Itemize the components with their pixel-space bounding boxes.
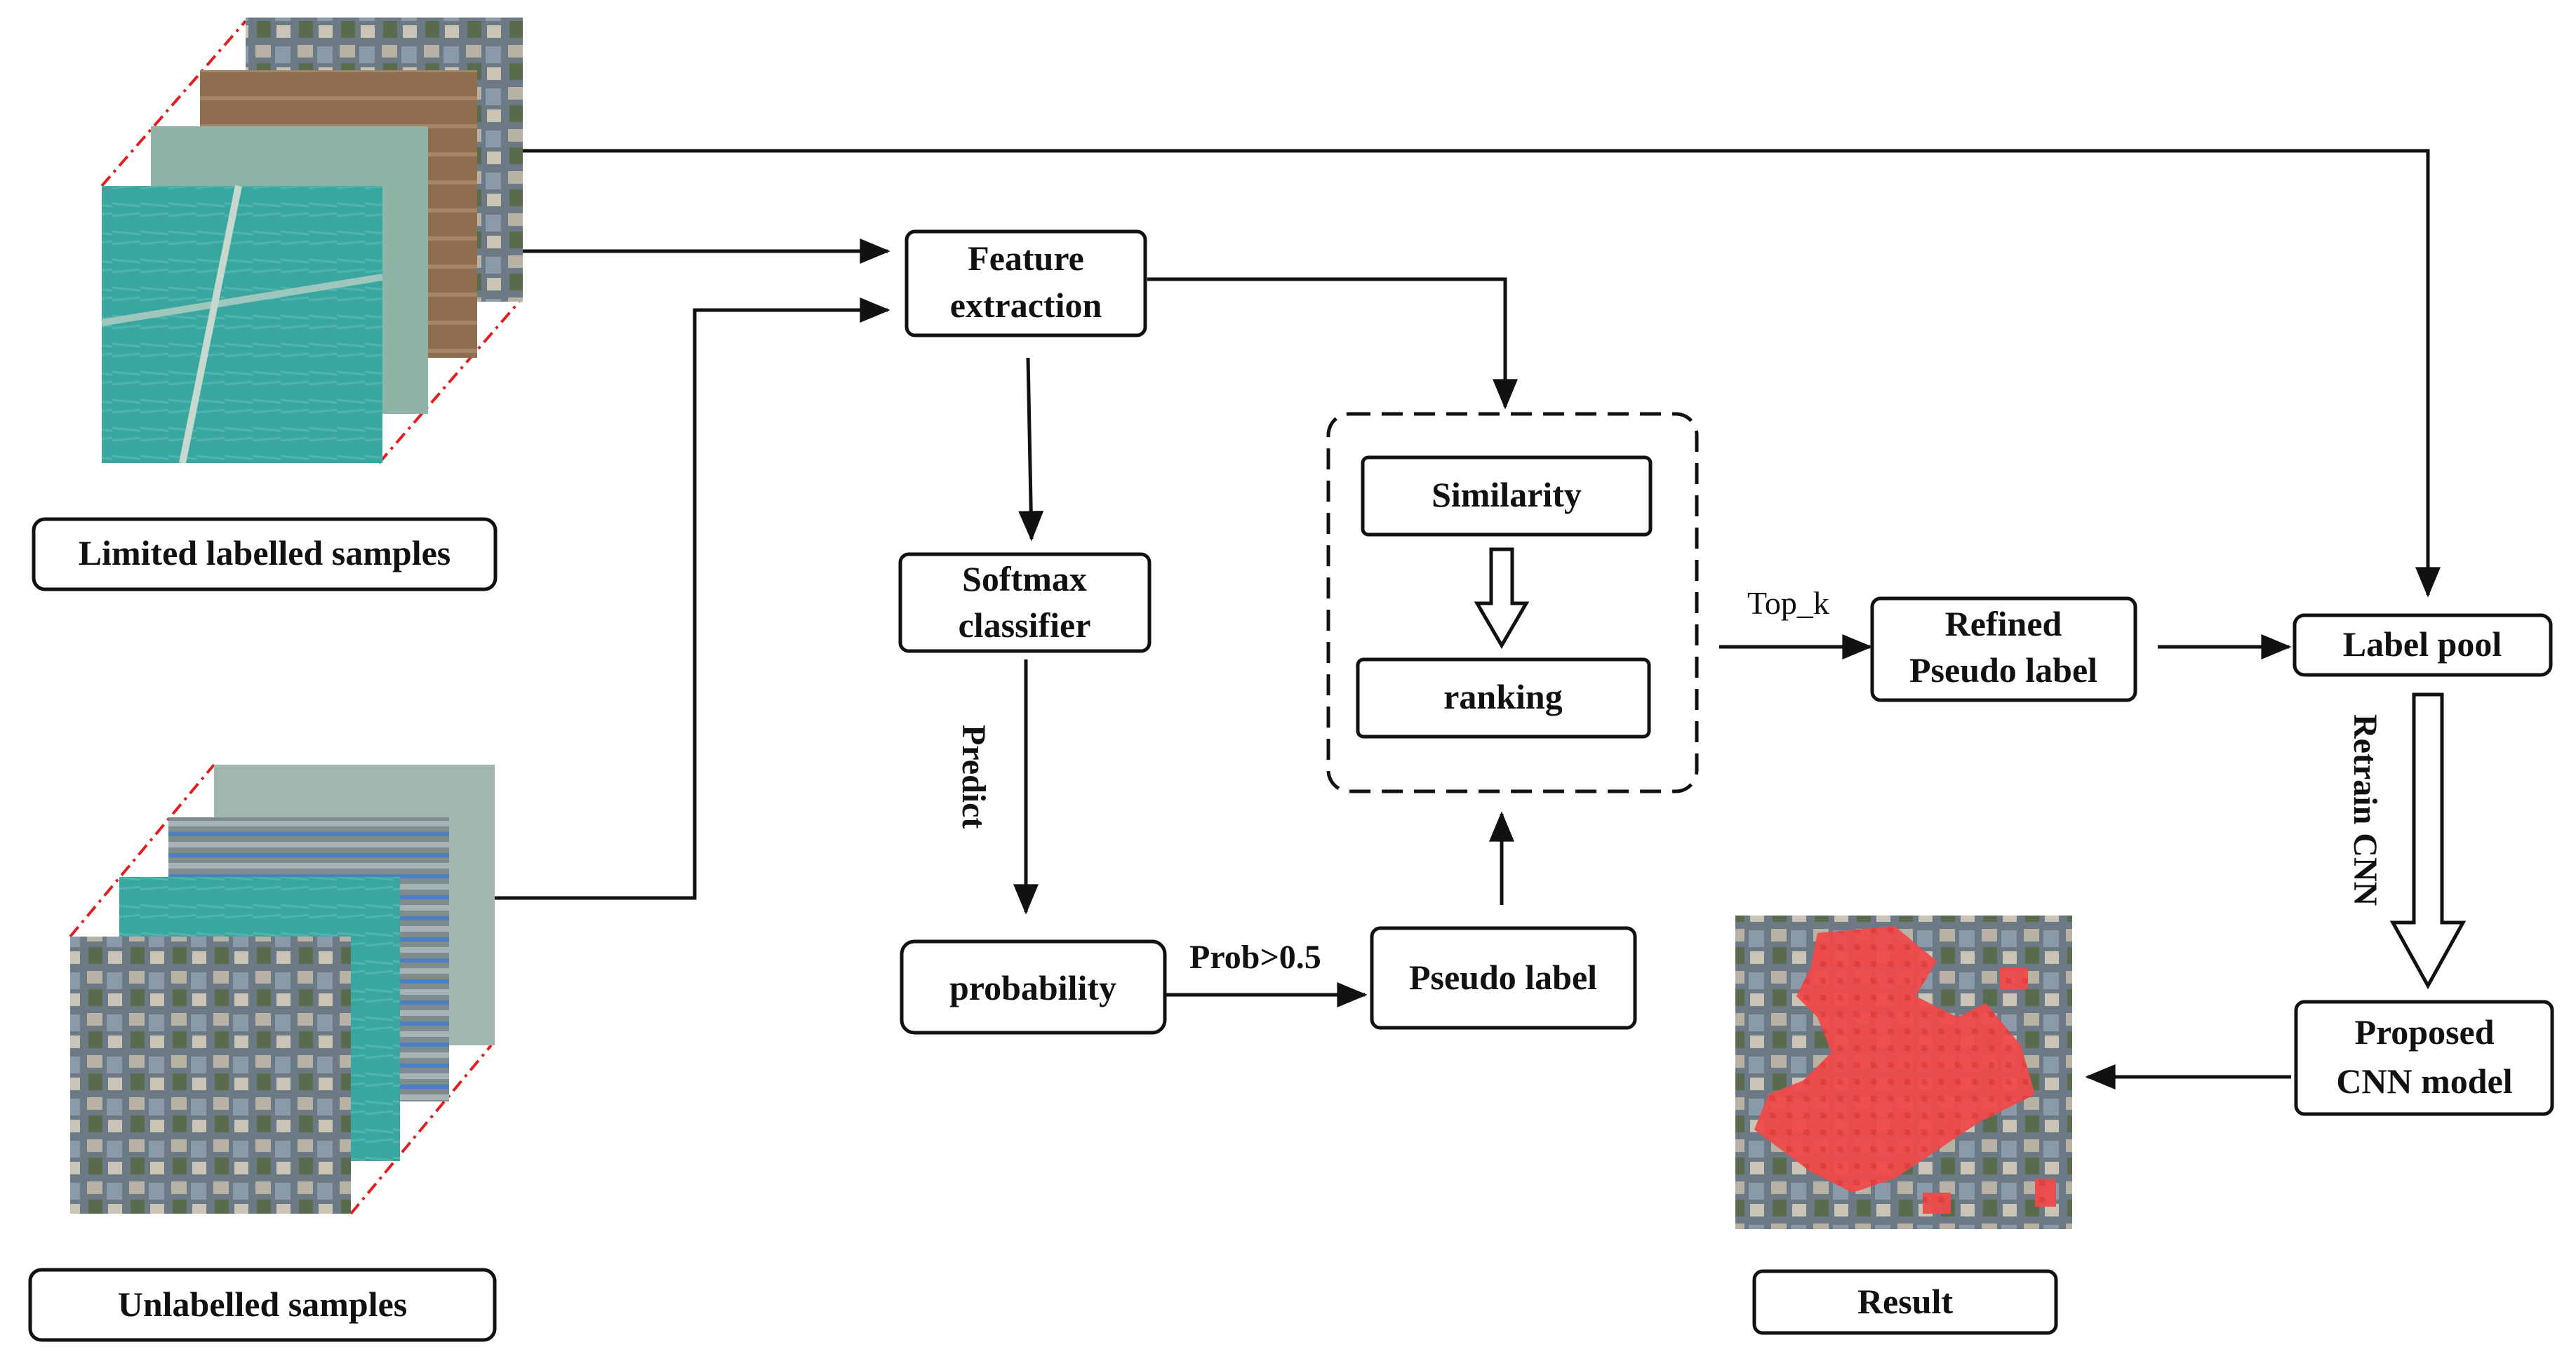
limited-labelled-samples-label: Limited labelled samples [79,533,451,572]
box-similarity: Similarity [1361,455,1653,537]
hollow-arrow-similarity-to-ranking [1474,547,1530,649]
label-pool-label: Label pool [2343,624,2502,664]
box-pseudo-label: Pseudo label [1370,926,1637,1030]
image-border-dashes [100,20,521,464]
edge-labelled-to-label-pool [523,149,2441,598]
pseudo-label-label: Pseudo label [1409,958,1597,997]
proposed-cnn-line-1: Proposed [2354,1012,2494,1052]
box-feature-extraction: Feature extraction [905,229,1147,337]
result-label: Result [1857,1282,1953,1321]
box-ranking: ranking [1356,657,1651,739]
retrain-cnn-label: Retrain CNN [2347,714,2384,906]
edge-unlabelled-to-feature-extraction [495,297,890,900]
image-border-dashes [69,763,493,1215]
proposed-cnn-line-2: CNN model [2336,1061,2512,1101]
result-image [1735,916,2072,1229]
box-label-pool: Label pool [2293,613,2553,677]
box-proposed-cnn-model: Proposed CNN model [2294,1000,2554,1116]
box-softmax-classifier: Softmax classifier [898,552,1152,653]
similarity-ranking-group [1326,412,1699,793]
labelled-samples-image-stack [100,18,523,464]
box-unlabelled-samples: Unlabelled samples [28,1268,497,1342]
top-k-label: Top_k [1747,585,1829,621]
softmax-line-2: classifier [959,605,1091,645]
refined-line-2: Pseudo label [1909,650,2097,690]
edge-feature-extraction-to-ranking-block [1147,277,1518,410]
prob-threshold-label: Prob>0.5 [1189,939,1321,976]
satellite-image-front [102,186,382,463]
box-refined-pseudo-label: Refined Pseudo label [1870,596,2137,702]
feature-extraction-line-2: extraction [950,286,1102,325]
probability-label: probability [949,968,1116,1007]
unlabelled-samples-label: Unlabelled samples [118,1285,408,1324]
softmax-line-1: Softmax [962,559,1087,598]
refined-line-1: Refined [1945,604,2062,643]
connectors [495,149,2441,1090]
box-result: Result [1752,1269,2058,1335]
box-probability: probability [900,939,1167,1035]
result-overlay [1754,926,2056,1214]
edge-feature-extraction-to-softmax [1018,357,1044,542]
similarity-label: Similarity [1432,475,1582,514]
predict-label: Predict [955,725,992,829]
feature-extraction-line-1: Feature [968,239,1084,278]
satellite-image-front [70,937,351,1214]
hollow-arrow-retrain [2389,692,2467,990]
ranking-label: ranking [1443,677,1563,716]
box-limited-labelled-samples: Limited labelled samples [32,517,498,591]
unlabelled-samples-image-stack [69,763,495,1215]
